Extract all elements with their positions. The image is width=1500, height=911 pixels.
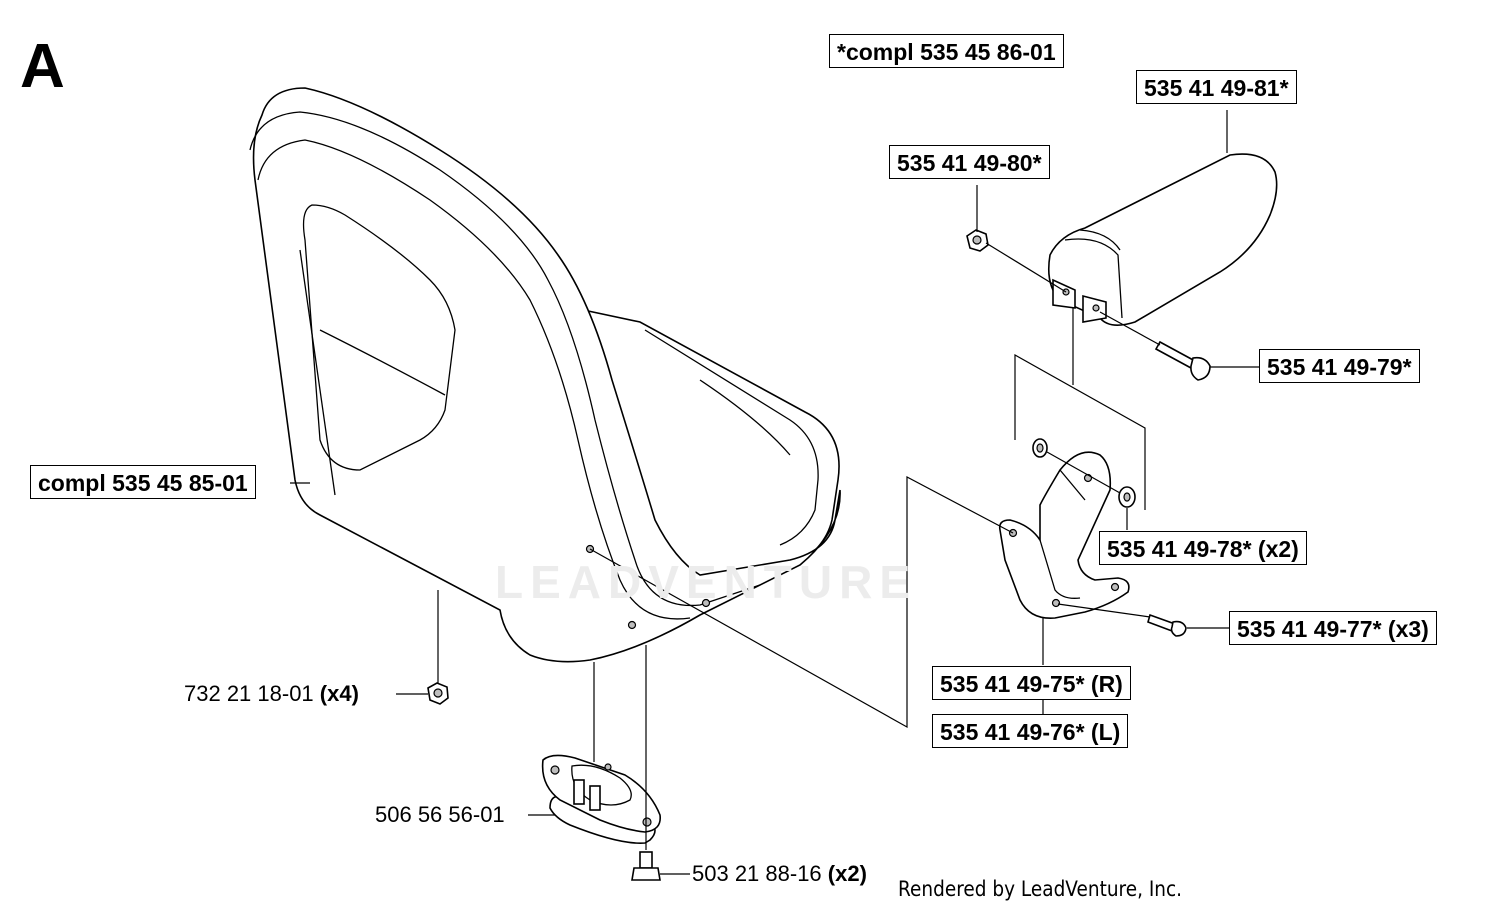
part-label-compl-535-45-86-01[interactable]: *compl 535 45 86-01: [829, 34, 1064, 68]
part-label-732-21-18-01[interactable]: 732 21 18-01 (x4): [184, 680, 359, 708]
part-label-535-41-49-77[interactable]: 535 41 49-77* (x3): [1229, 611, 1437, 645]
switch-screw: [639, 851, 653, 869]
part-quantity: (x2): [827, 861, 867, 886]
rendered-by-footer: Rendered by LeadVenture, Inc.: [898, 877, 1183, 901]
armrest-bracket: [998, 451, 1130, 619]
part-quantity: (x4): [319, 681, 359, 706]
part-label-535-41-49-79[interactable]: 535 41 49-79*: [1259, 349, 1420, 383]
seat-backrest: [252, 87, 841, 663]
switch-drawing: [427, 682, 662, 881]
part-number: 506 56 56-01: [375, 802, 505, 827]
part-label-535-41-49-81[interactable]: 535 41 49-81*: [1136, 70, 1297, 104]
section-letter: A: [20, 32, 65, 101]
seat-drawing: [249, 87, 841, 663]
part-label-compl-535-45-85-01[interactable]: compl 535 45 85-01: [30, 465, 256, 499]
watermark-text: LEADVENTURE: [495, 556, 918, 608]
part-label-503-21-88-16[interactable]: 503 21 88-16 (x2): [692, 860, 867, 888]
part-label-535-41-49-75[interactable]: 535 41 49-75* (R): [932, 666, 1131, 700]
seat-switch: [541, 754, 662, 833]
part-label-535-41-49-80[interactable]: 535 41 49-80*: [889, 145, 1050, 179]
part-label-506-56-56-01[interactable]: 506 56 56-01: [375, 801, 505, 829]
part-number: 732 21 18-01: [184, 681, 314, 706]
leader-lines: [290, 110, 1260, 875]
part-label-535-41-49-78[interactable]: 535 41 49-78* (x2): [1099, 531, 1307, 565]
armrest-drawing: [966, 153, 1278, 381]
part-label-535-41-49-76[interactable]: 535 41 49-76* (L): [932, 714, 1129, 748]
armrest-bolt: [1154, 340, 1197, 370]
bracket-drawing: [998, 438, 1187, 637]
part-number: 503 21 88-16: [692, 861, 822, 886]
